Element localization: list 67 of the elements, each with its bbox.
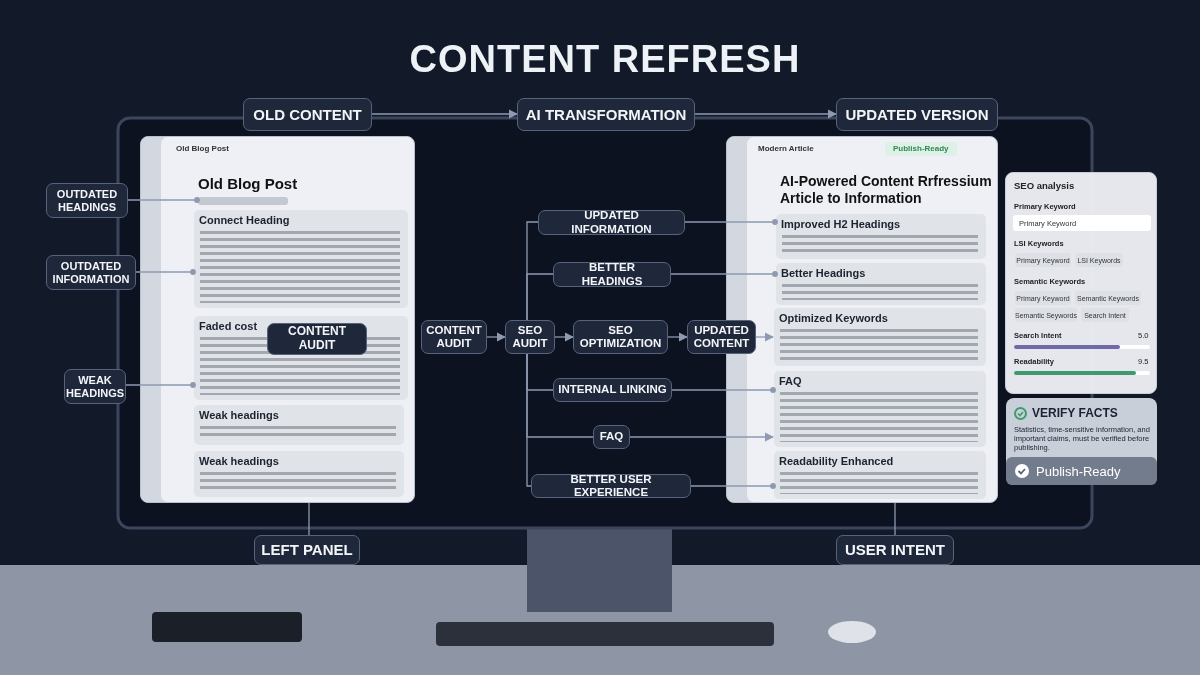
- section-heading: Weak headings: [199, 455, 279, 469]
- article-section: [776, 263, 986, 305]
- card-heading: VERIFY FACTS: [1032, 406, 1118, 421]
- leader-line: [671, 387, 776, 393]
- overlay-label: CONTENT AUDIT: [267, 323, 367, 355]
- section-label: USER INTENT: [836, 535, 954, 565]
- section-heading: Faded cost: [199, 320, 258, 334]
- topic-label: BETTER USER EXPERIENCE: [531, 474, 691, 498]
- arrow: [755, 332, 774, 342]
- leader-line: [684, 219, 778, 225]
- section-label: OLD CONTENT: [243, 98, 372, 131]
- screen-panel: [140, 136, 415, 503]
- article-section: [774, 308, 986, 366]
- topic-label: BETTER HEADINGS: [553, 262, 671, 287]
- arrow: [629, 432, 774, 442]
- callout-label: WEAK HEADINGS: [64, 369, 126, 404]
- topic-label: FAQ: [593, 425, 630, 449]
- section-heading: Better Headings: [781, 267, 866, 281]
- info-card: [1006, 398, 1157, 485]
- arrow: [667, 332, 688, 342]
- process-box: CONTENT AUDIT: [421, 320, 487, 354]
- analysis-panel: [1005, 172, 1157, 394]
- article-section: [194, 451, 404, 497]
- process-box: UPDATED CONTENT: [687, 320, 756, 354]
- toolbar-title: Modern Article: [758, 144, 814, 154]
- section-heading: FAQ: [779, 375, 802, 389]
- page-heading: AI-Powered Content Rrfressium Article to Information: [780, 173, 993, 207]
- callout-label: OUTDATED HEADINGS: [46, 183, 128, 218]
- section-heading: Improved H2 Headings: [781, 218, 901, 232]
- article-section: [194, 405, 404, 445]
- leader-line: [670, 271, 778, 277]
- article-section: [194, 210, 408, 308]
- page-heading: Old Blog Post: [198, 175, 298, 193]
- section-label: AI TRANSFORMATION: [517, 98, 695, 131]
- callout-label: OUTDATED INFORMATION: [46, 255, 136, 290]
- section-label: UPDATED VERSION: [836, 98, 998, 131]
- byline-placeholder: [198, 197, 288, 205]
- title: CONTENT REFRESH: [408, 38, 802, 81]
- process-box: SEO AUDIT: [505, 320, 555, 354]
- leader-line: [135, 269, 196, 275]
- section-heading: Readability Enhanced: [779, 455, 894, 469]
- article-section: [194, 316, 408, 400]
- topic-label: UPDATED INFORMATION: [538, 210, 685, 235]
- panel-title: SEO analysis: [1014, 180, 1075, 192]
- process-box: SEO OPTIMIZATION: [573, 320, 668, 354]
- publish-button: Publish-Ready: [1006, 457, 1157, 485]
- leader-line: [690, 483, 776, 489]
- arrow: [694, 109, 837, 119]
- arrow: [554, 332, 574, 342]
- leader-line: [125, 382, 196, 388]
- arrow: [486, 332, 506, 342]
- article-section: [774, 451, 986, 499]
- section-heading: Connect Heading: [199, 214, 290, 228]
- section-heading: Optimized Keywords: [779, 312, 888, 326]
- toolbar-title: Old Blog Post: [176, 144, 229, 154]
- leader-line: [127, 197, 200, 203]
- arrow: [371, 109, 518, 119]
- connector-line: [894, 502, 896, 536]
- section-heading: Weak headings: [199, 409, 279, 423]
- article-section: [774, 371, 986, 447]
- topic-label: INTERNAL LINKING: [553, 378, 672, 402]
- connector-line: [526, 273, 554, 321]
- article-section: [776, 214, 986, 259]
- status-tag: Publish-Ready: [885, 142, 957, 156]
- connector-line: [308, 502, 310, 536]
- section-label: LEFT PANEL: [254, 535, 360, 565]
- connector-line: [526, 353, 532, 487]
